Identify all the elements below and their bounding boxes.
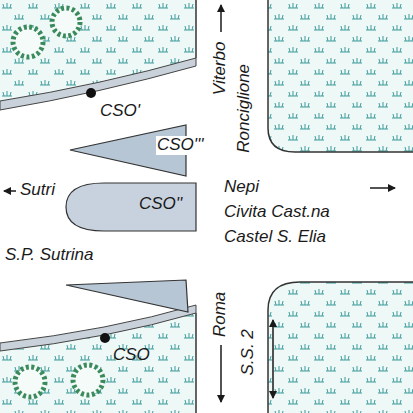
road-name: Sutri xyxy=(20,181,55,200)
point-label: CSO' xyxy=(100,102,140,121)
traffic-island: CSO''' xyxy=(68,123,190,179)
direction-arrows xyxy=(4,5,395,402)
road-name: S.S. 2 xyxy=(239,329,258,375)
place-name: Nepi xyxy=(224,178,259,197)
area-edge xyxy=(195,313,197,413)
traffic-island xyxy=(66,280,188,312)
traffic-island: CSO'' xyxy=(64,181,196,233)
place-name: Castel S. Elia xyxy=(224,228,326,247)
road-band xyxy=(0,58,196,110)
point-label: CSO xyxy=(113,346,150,365)
road-band xyxy=(0,305,196,351)
area-edge xyxy=(268,282,413,413)
area-edge xyxy=(268,0,413,152)
marsh-area xyxy=(268,0,413,152)
place-name: Roma xyxy=(212,291,231,336)
road-name: S.P. Sutrina xyxy=(5,246,94,265)
place-name: Viterbo xyxy=(212,41,231,95)
place-name: Civita Cast.na xyxy=(224,203,330,222)
point-label: CSO'' xyxy=(138,195,183,214)
marsh-area xyxy=(268,282,413,413)
area-edge xyxy=(195,0,197,58)
point-label: CSO''' xyxy=(156,136,205,155)
place-name: Ronciglione xyxy=(235,64,254,153)
